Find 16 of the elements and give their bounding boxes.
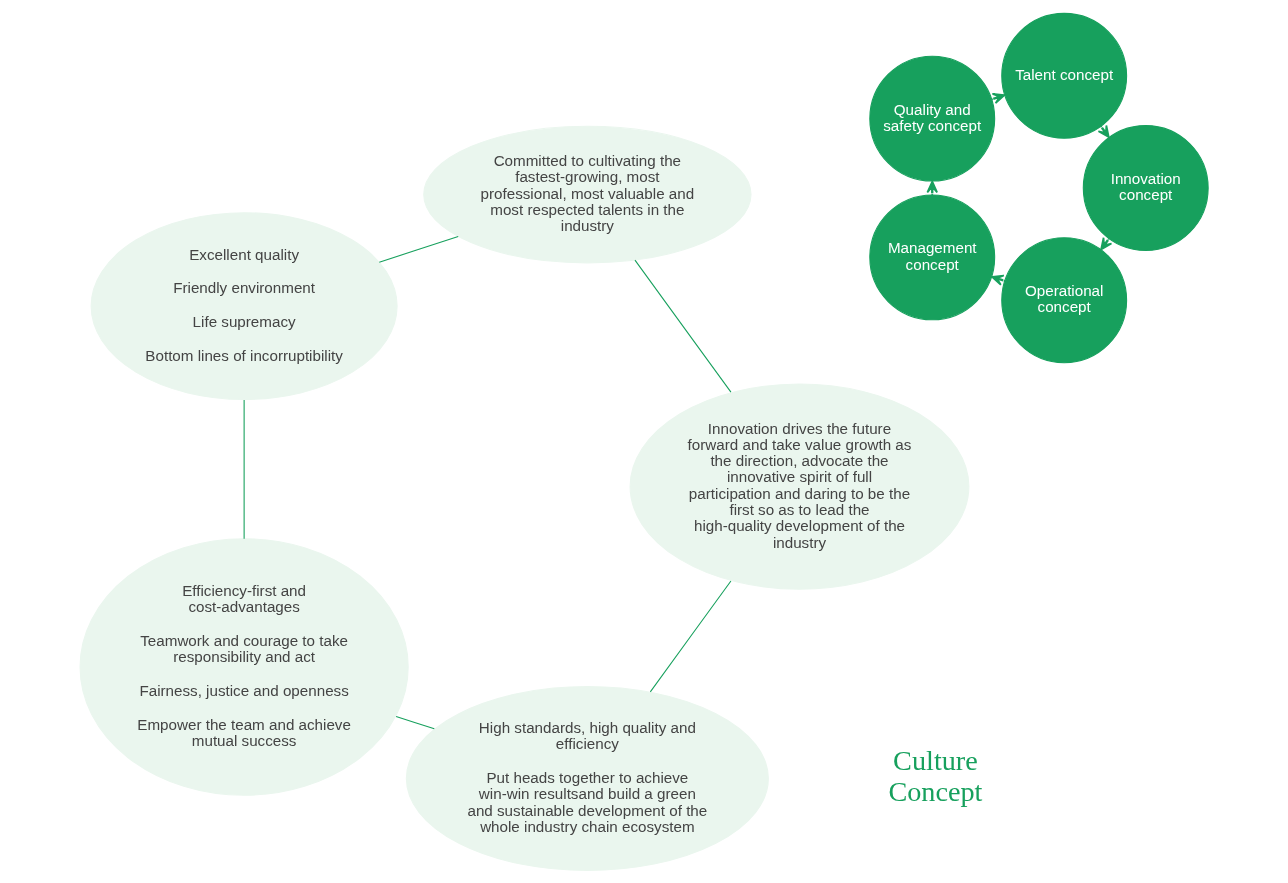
- arrow: [1097, 124, 1110, 138]
- node-ellipse: Committed to cultivating the fastest-growing, most professional, most valuable and most respected talents in the industry: [423, 125, 752, 263]
- arrow: [990, 92, 1006, 104]
- connector: [378, 235, 459, 263]
- node-ellipse: Excellent quality Friendly environment Life supremacy Bottom lines of incorruptibility: [90, 211, 398, 400]
- connector: [395, 715, 435, 729]
- node-ellipse: Innovation drives the future forward and take value growth as the direction, advocate the innovative spirit of full participation and daring to be the first so as to lead the high-quality development of the industry: [629, 382, 970, 590]
- arrow: [991, 274, 1006, 286]
- node-ellipse: Efficiency-first and cost-advantages Teamwork and courage to take responsibility and act Fairness, justice and openness Empower the team and achieve mutual success: [79, 537, 409, 796]
- label: Culture Concept: [888, 744, 983, 807]
- connector: [634, 259, 732, 393]
- connector: [649, 579, 732, 692]
- arrow: [1100, 236, 1113, 250]
- node-ellipse: High standards, high quality and efficiency Put heads together to achieve win-win resultsand build a green and sustainable development of the whole industry chain ecosystem: [405, 685, 769, 871]
- connector: [243, 398, 245, 539]
- arrow: [926, 180, 938, 196]
